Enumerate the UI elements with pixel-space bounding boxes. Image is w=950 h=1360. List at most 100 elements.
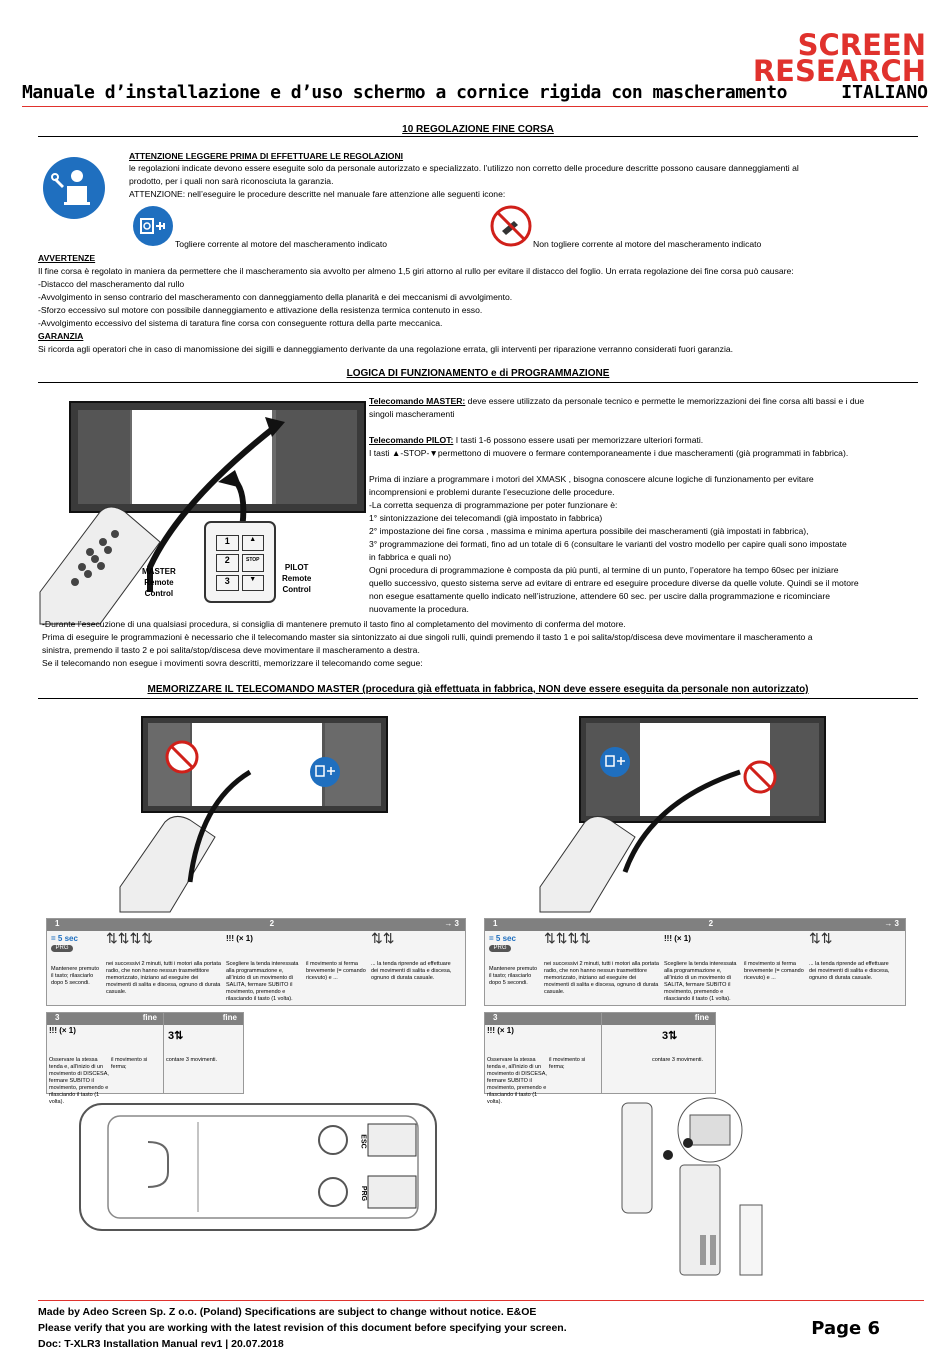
- master-caption-1: MASTER: [142, 567, 176, 576]
- press-once-label: !!! (× 1): [49, 1026, 76, 1035]
- procedure-line: Ogni procedura di programmazione è compo…: [369, 565, 839, 575]
- section-divider: [38, 698, 918, 699]
- footer-line-2: Please verify that you are working with …: [38, 1322, 567, 1334]
- left-mask-illustration: [119, 712, 390, 913]
- pilot-caption-1: PILOT: [284, 563, 309, 572]
- step-strip-3-left-end: fine 3⇅ contare 3 movimenti.: [164, 1012, 244, 1094]
- no-power-off-icon: [490, 205, 532, 247]
- attention-line-3: ATTENZIONE: nell’eseguire le procedure d…: [129, 189, 506, 199]
- sequence-step: 3° programmazione dei formati, fino ad u…: [369, 539, 847, 549]
- step-text: il movimento si ferma;: [111, 1057, 148, 1070]
- language-label: ITALIANO: [841, 82, 928, 103]
- sequence-step: 2° impostazione dei fine corsa , massima…: [369, 526, 809, 536]
- section-divider: [38, 382, 918, 383]
- section-divider: [38, 136, 918, 137]
- step-strip-1-2-left: 1 2 → 3 = 5 sec PRG Mantenere premuto il…: [46, 918, 466, 1006]
- warranty-heading: GARANZIA: [38, 331, 84, 341]
- right-mask-illustration: [539, 712, 830, 913]
- master-remote-caption: MASTER Remote Control: [142, 566, 176, 599]
- duration-label: = 5 sec: [489, 934, 516, 943]
- attention-text: le regolazioni indicate devono essere es…: [129, 162, 909, 201]
- step-strip-3-right: 3 !!! (× 1) Osservare la stessa tenda e,…: [484, 1012, 602, 1105]
- step-text: Osservare la stessa tenda e, all’inizio …: [487, 1057, 547, 1105]
- step-text: Mantenere premuto il tasto; rilasciarlo …: [489, 966, 537, 986]
- footer-line-1: Made by Adeo Screen Sp. Z o.o. (Poland) …: [38, 1306, 537, 1318]
- warning-line: -Sforzo eccessivo sul motore con possibi…: [38, 305, 483, 315]
- warning-line: -Avvolgimento eccessivo del sistema di t…: [38, 318, 443, 328]
- next-step-label: → 3: [884, 919, 899, 928]
- esc-button-label: ESC: [359, 1134, 367, 1149]
- no-power-off-label: Non togliere corrente al motore del masc…: [533, 239, 762, 249]
- technician-icon: [42, 156, 106, 220]
- pilot-key: ▼: [241, 574, 264, 591]
- up-down-arrows-icon: ⇅⇅: [809, 930, 833, 946]
- step-text: ... la tenda riprende ad effettuare dei …: [809, 961, 890, 981]
- power-off-label: Togliere corrente al motore del maschera…: [175, 239, 388, 249]
- attention-line-1: le regolazioni indicate devono essere es…: [129, 163, 799, 173]
- step-text: nei successivi 2 minuti, tutti i motori …: [544, 961, 659, 995]
- step-number: 3: [485, 1013, 601, 1025]
- step-number: 2: [269, 919, 275, 928]
- press-once-label: !!! (× 1): [226, 934, 253, 943]
- power-off-icon: [132, 205, 174, 247]
- step-number: 1: [493, 919, 498, 928]
- pilot-keypad: 1 ▲ 2 STOP 3 ▼: [212, 531, 268, 595]
- step-number: 1: [55, 919, 60, 928]
- procedure-line: nuovamente la procedura.: [369, 604, 469, 614]
- footer-text: Made by Adeo Screen Sp. Z o.o. (Poland) …: [38, 1304, 567, 1352]
- page-number: Page 6: [811, 1318, 880, 1339]
- brand-logo: SCREEN RESEARCH: [752, 31, 926, 88]
- logo-line-2: RESEARCH: [752, 54, 926, 88]
- step-text: il movimento si ferma brevemente (= coma…: [306, 961, 366, 981]
- procedure-line: non esegue esattamente quello indicato n…: [369, 591, 830, 601]
- step-text: nei successivi 2 minuti, tutti i motori …: [106, 961, 221, 995]
- warranty-text: Si ricorda agli operatori che in caso di…: [38, 344, 734, 354]
- section-title-memorizzare: MEMORIZZARE IL TELECOMANDO MASTER (proce…: [147, 684, 809, 695]
- up-down-arrows-icon: ⇅⇅: [371, 930, 395, 946]
- footer-line-3: Doc: T-XLR3 Installation Manual rev1 | 2…: [38, 1338, 284, 1350]
- prg-key: PRG: [51, 945, 73, 952]
- remote-control-illustration: [39, 392, 370, 625]
- note-line: Prima di eseguire le programmazioni è ne…: [42, 632, 813, 642]
- step-text: Osservare la stessa tenda e, all’inizio …: [49, 1057, 109, 1105]
- programming-logic-text: Telecomando MASTER: deve essere utilizza…: [369, 395, 914, 616]
- step-text: Scegliere la tenda interessata alla prog…: [664, 961, 737, 1002]
- prg-button-label: PRG: [360, 1185, 368, 1202]
- pilot-text: I tasti 1-6 possono essere usati per mem…: [453, 435, 704, 445]
- pilot-remote-caption: PILOT Remote Control: [282, 562, 311, 595]
- intro-line: Prima di inziare a programmare i motori …: [369, 474, 814, 484]
- warning-line: Il fine corsa è regolato in maniera da p…: [38, 266, 794, 276]
- footer-divider: [38, 1300, 924, 1301]
- pilot-label: Telecomando PILOT:: [369, 435, 454, 445]
- press-once-label: !!! (× 1): [487, 1026, 514, 1035]
- up-down-arrows-icon: ⇅⇅⇅⇅: [544, 930, 591, 946]
- procedure-line: quello successivo, questo sistema serve …: [369, 578, 859, 588]
- master-caption-2: Remote: [144, 578, 174, 587]
- warning-line: -Avvolgimento in senso contrario del mas…: [38, 292, 513, 302]
- warnings-block: AVVERTENZE Il fine corsa è regolato in m…: [38, 252, 923, 356]
- pilot-caption-3: Control: [282, 585, 311, 594]
- end-label: fine: [602, 1013, 715, 1025]
- count-three-icon: 3⇅: [662, 1030, 678, 1042]
- section-title-logica: LOGICA DI FUNZIONAMENTO e di PROGRAMMAZI…: [346, 368, 610, 379]
- attention-heading: ATTENZIONE LEGGERE PRIMA DI EFFETTUARE L…: [129, 151, 404, 161]
- step-text: Scegliere la tenda interessata alla prog…: [226, 961, 299, 1002]
- note-line: sinistra, premendo il tasto 2 e poi sali…: [42, 645, 420, 655]
- next-step-label: → 3: [444, 919, 459, 928]
- warnings-heading: AVVERTENZE: [38, 253, 96, 263]
- sequence-step: in fabbrica e quali no): [369, 552, 452, 562]
- step-strip-1-2-right: 1 2 → 3 = 5 sec PRG Mantenere premuto il…: [484, 918, 906, 1006]
- warning-line: -Distacco del mascheramento dal rullo: [38, 279, 185, 289]
- remote-wall-mount-diagram: [610, 1095, 770, 1285]
- duration-label: = 5 sec: [51, 934, 78, 943]
- master-label: Telecomando MASTER:: [369, 396, 466, 406]
- pilot-text-2: I tasti ▲-STOP-▼permettono di muovere o …: [369, 448, 849, 458]
- pilot-key: 3: [216, 574, 239, 591]
- step-text: il movimento si ferma;: [549, 1057, 586, 1070]
- header-divider: [22, 106, 928, 107]
- note-line: Se il telecomando non esegue i movimenti…: [42, 658, 423, 668]
- step-number: 2: [708, 919, 714, 928]
- section-title-regolazione: 10 REGOLAZIONE FINE CORSA: [402, 124, 554, 135]
- step-text: contare 3 movimenti.: [652, 1057, 704, 1063]
- programming-notes: -Durante l’esecuzione di una qualsiasi p…: [42, 618, 927, 670]
